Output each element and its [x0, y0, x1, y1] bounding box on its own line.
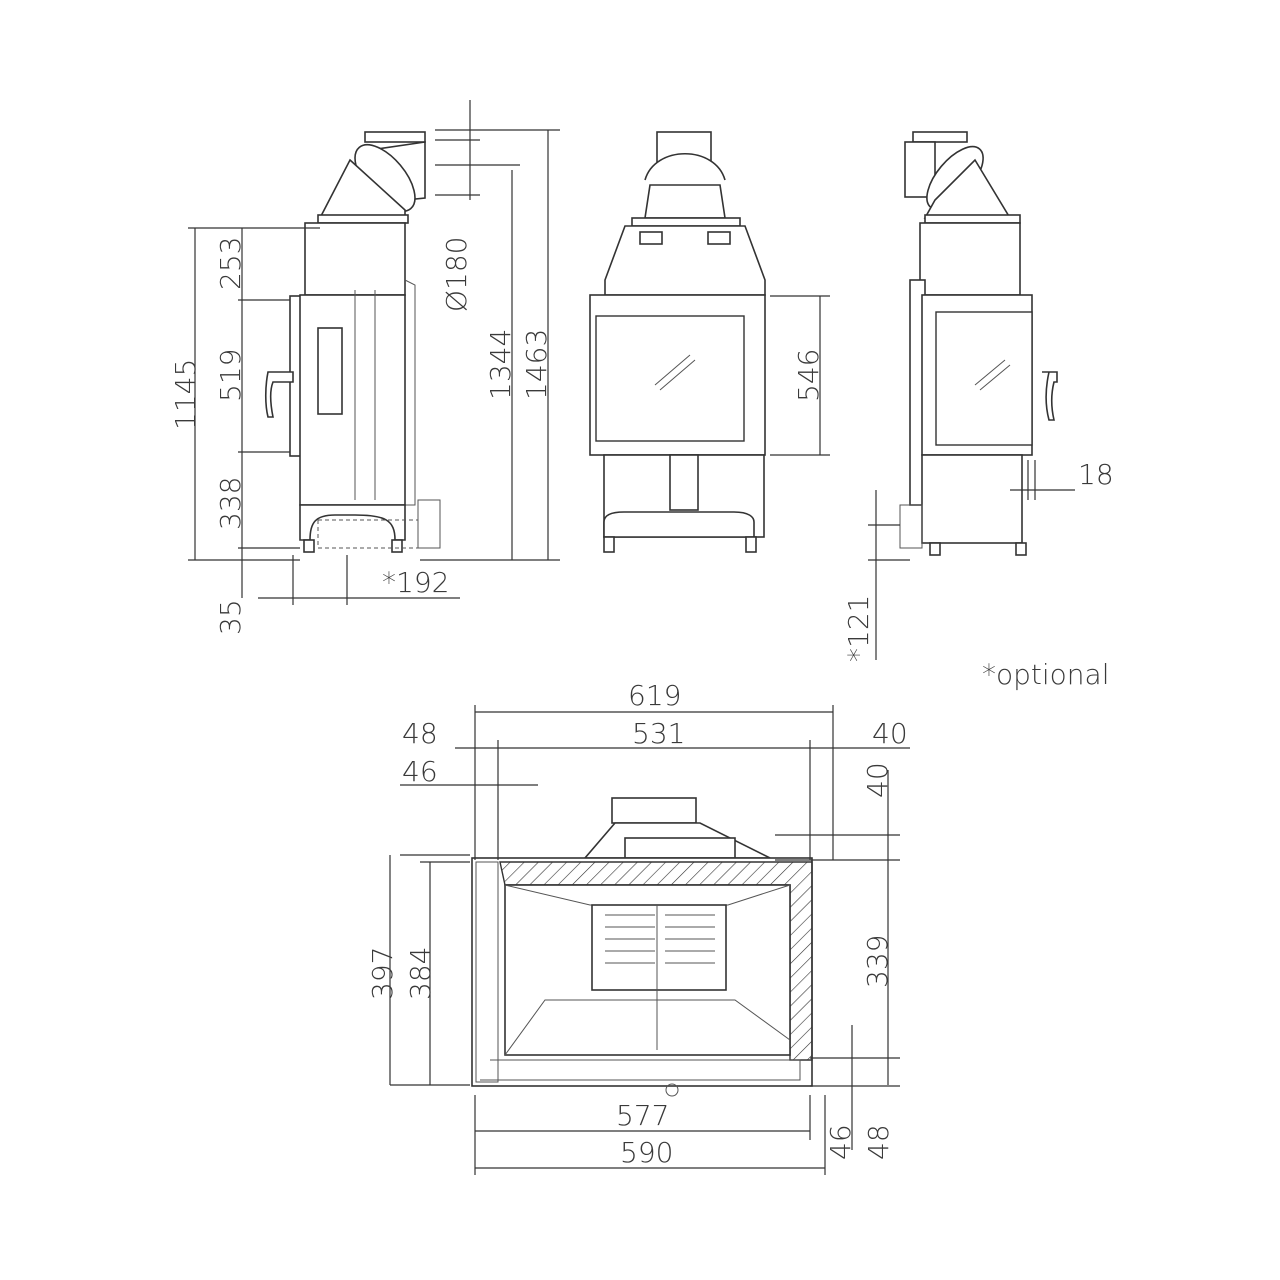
right-dimension-lines [868, 460, 1075, 660]
dim-121: *121 [842, 595, 875, 662]
dim-253: 253 [214, 237, 247, 290]
left-dimension-lines [188, 100, 560, 605]
front-view [589, 131, 766, 553]
dim-18: 18 [1078, 458, 1114, 491]
optional-note: *optional [982, 658, 1109, 691]
left-side-view [264, 131, 441, 553]
dim-192: *192 [382, 566, 449, 599]
right-side-view [899, 131, 1058, 556]
dim-1463: 1463 [520, 329, 553, 400]
dim-590: 590 [620, 1136, 673, 1169]
dim-338: 338 [214, 477, 247, 530]
dim-48-top: 48 [402, 717, 438, 750]
dim-1145: 1145 [169, 359, 202, 430]
dim-577: 577 [616, 1099, 669, 1132]
dim-531: 531 [632, 717, 685, 750]
dim-46-top: 46 [402, 755, 438, 788]
dim-397: 397 [366, 947, 399, 1000]
dim-40-right: 40 [872, 717, 908, 750]
plan-dimension-lines [389, 705, 910, 1175]
dim-46-front: 46 [824, 1124, 857, 1160]
dim-1344: 1344 [484, 329, 517, 400]
dim-619: 619 [628, 679, 681, 712]
dim-flue-diameter: Ø180 [440, 237, 473, 312]
dim-519: 519 [214, 349, 247, 402]
dim-384: 384 [404, 947, 437, 1000]
dim-546: 546 [792, 349, 825, 402]
dim-48-front: 48 [862, 1124, 895, 1160]
dim-35: 35 [214, 599, 247, 635]
dim-40-rear: 40 [861, 762, 894, 798]
dim-339: 339 [861, 935, 894, 988]
front-dimension-lines [770, 295, 830, 456]
plan-view [471, 797, 813, 1097]
